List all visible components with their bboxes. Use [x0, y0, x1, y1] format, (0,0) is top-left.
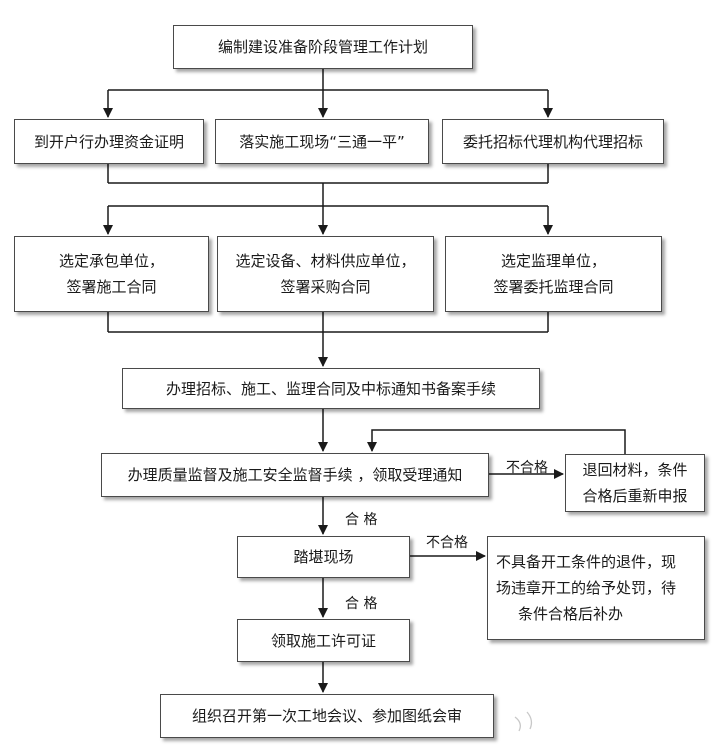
box-quality-label: 办理质量监督及施工安全监督手续 ，领取受理通知	[127, 466, 463, 484]
box-supervisor: 选定监理单位， 签署委托监理合同	[445, 236, 662, 312]
box-return-line-1: 退回材料，条件	[582, 461, 688, 479]
box-filing-label: 办理招标、施工、监理合同及中标通知书备案手续	[165, 379, 496, 398]
box-contractor: 选定承包单位， 签署施工合同	[14, 236, 209, 312]
box-return-line-2: 合格后重新申报	[582, 487, 688, 505]
edge-label-fail-1: 不合格	[506, 460, 548, 476]
box-supervisor-line-1: 选定监理单位，	[500, 252, 606, 270]
box-funds-label: 到开户行办理资金证明	[33, 132, 184, 151]
box-filing: 办理招标、施工、监理合同及中标通知书备案手续	[122, 368, 540, 409]
box-supplier-line-2: 签署采购合同	[280, 278, 371, 296]
box-quality: 办理质量监督及施工安全监督手续 ，领取受理通知	[101, 453, 489, 497]
box-permit-label: 领取施工许可证	[270, 631, 376, 650]
box-plan: 编制建设准备阶段管理工作计划	[173, 25, 473, 69]
box-supplier-line-1: 选定设备、材料供应单位，	[235, 252, 416, 270]
box-meeting-label: 组织召开第一次工地会议、参加图纸会审	[191, 707, 462, 725]
box-agent: 委托招标代理机构代理招标	[442, 119, 664, 164]
box-agent-label: 委托招标代理机构代理招标	[462, 132, 643, 151]
box-site: 落实施工现场“三通一平”	[215, 119, 429, 164]
edge-label-pass-1: 合 格	[345, 512, 378, 528]
box-funds: 到开户行办理资金证明	[14, 119, 204, 164]
box-penalty-line-1: 不具备开工条件的退件，现	[496, 553, 677, 571]
box-survey-label: 踏堪现场	[293, 548, 354, 566]
edge-label-fail-2: 不合格	[426, 535, 468, 551]
box-contractor-line-1: 选定承包单位，	[58, 252, 164, 270]
box-supplier: 选定设备、材料供应单位， 签署采购合同	[217, 236, 434, 312]
box-penalty-line-2: 场违章开工的给予处罚，待	[496, 579, 677, 597]
box-meeting: 组织召开第一次工地会议、参加图纸会审	[160, 694, 494, 738]
box-site-label: 落实施工现场“三通一平”	[239, 132, 405, 151]
box-supervisor-line-2: 签署委托监理合同	[493, 278, 614, 296]
box-survey: 踏堪现场	[237, 536, 410, 578]
box-penalty-line-3: 条件合格后补办	[518, 605, 624, 623]
box-return: 退回材料，条件 合格后重新申报	[565, 454, 705, 512]
box-penalty: 不具备开工条件的退件，现 场违章开工的给予处罚，待 条件合格后补办	[487, 536, 705, 640]
box-contractor-line-2: 签署施工合同	[66, 278, 157, 296]
box-permit: 领取施工许可证	[237, 619, 410, 662]
box-plan-label: 编制建设准备阶段管理工作计划	[217, 38, 428, 56]
edge-label-pass-2: 合 格	[345, 596, 378, 612]
